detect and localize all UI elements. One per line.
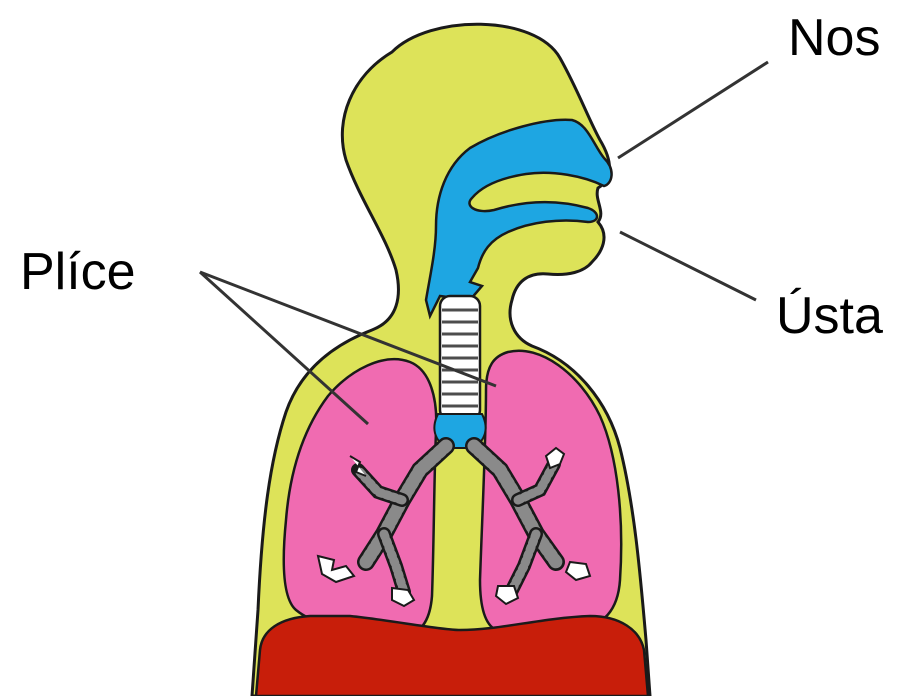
mouth-label: Ústa [776, 290, 883, 342]
leader-line-nose [618, 62, 768, 158]
trachea [440, 296, 480, 420]
leader-line-mouth [620, 232, 756, 300]
lungs-label: Plíce [20, 246, 136, 298]
nose-label: Nos [788, 12, 880, 64]
